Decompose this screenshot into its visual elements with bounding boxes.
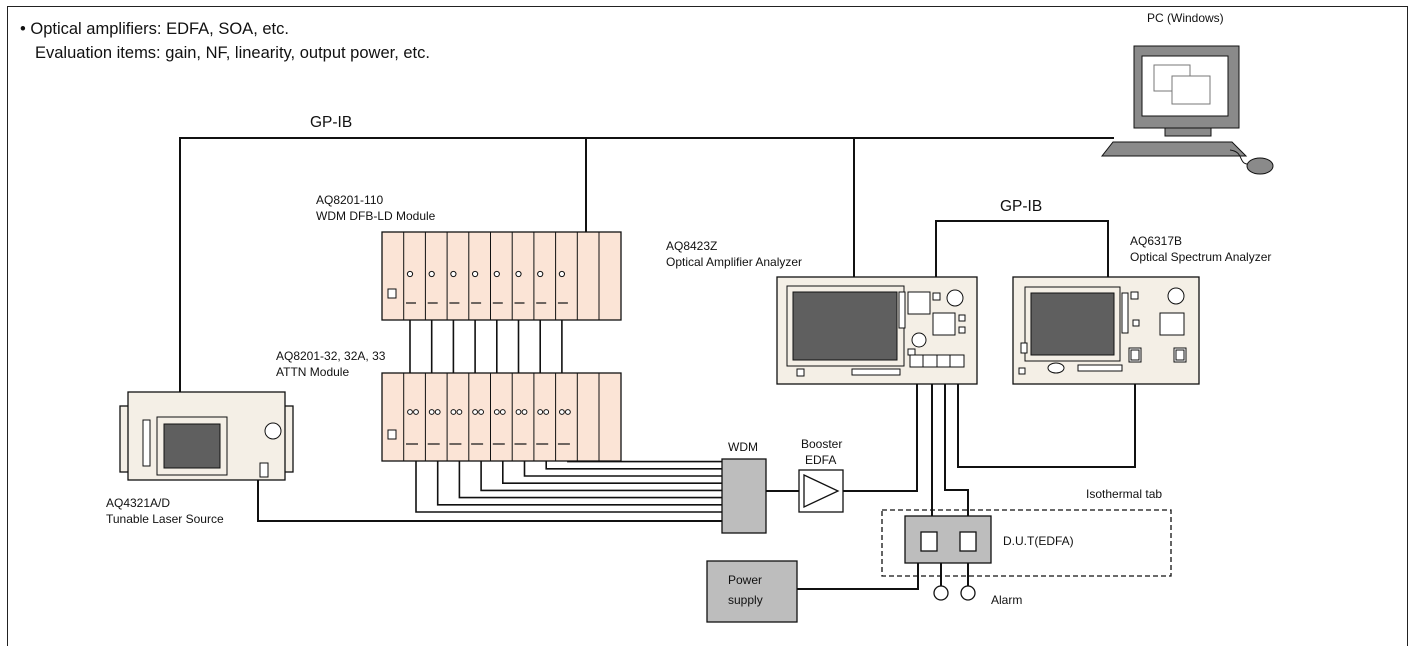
dut-box <box>904 515 992 564</box>
laser-source-name: Tunable Laser Source <box>106 512 224 526</box>
alarm-label: Alarm <box>991 593 1023 607</box>
dfb-module-name: WDM DFB-LD Module <box>316 209 436 223</box>
osa-model: AQ6317B <box>1130 234 1183 248</box>
gpib-main-bus <box>179 137 1114 392</box>
power-supply-label-2: supply <box>728 593 763 607</box>
fiber-analyzer-osa <box>957 360 1136 468</box>
amp-analyzer-name: Optical Amplifier Analyzer <box>666 255 803 269</box>
pc-label: PC (Windows) <box>1147 11 1224 25</box>
wdm-box <box>721 458 767 534</box>
alarm-lamp-2 <box>960 585 976 601</box>
attn-module-name: ATTN Module <box>276 365 350 379</box>
gpib-secondary-label: GP-IB <box>1000 198 1043 215</box>
booster-label-2: EDFA <box>805 453 837 467</box>
diagram-frame <box>7 6 1408 646</box>
power-line <box>797 563 919 590</box>
dut-label: D.U.T(EDFA) <box>1003 534 1074 548</box>
dfb-module-rack <box>381 231 622 321</box>
attn-module-rack <box>381 372 622 462</box>
booster-label-1: Booster <box>801 437 843 451</box>
header-line-2: Evaluation items: gain, NF, linearity, o… <box>35 44 430 62</box>
dfb-module-model: AQ8201-110 <box>316 193 384 207</box>
gpib-secondary-bus <box>935 220 1109 277</box>
osa-name: Optical Spectrum Analyzer <box>1130 250 1272 264</box>
booster-edfa-symbol <box>798 469 844 513</box>
amp-analyzer-model: AQ8423Z <box>666 239 718 253</box>
laser-source-model: AQ4321A/D <box>106 496 171 510</box>
attn-module-model: AQ8201-32, 32A, 33 <box>276 349 386 363</box>
isothermal-tab-outline <box>881 509 1172 577</box>
bullet-glyph: • <box>20 20 26 38</box>
pc-illustration <box>1100 45 1274 175</box>
power-supply-box <box>706 560 798 623</box>
isothermal-label: Isothermal tab <box>1086 487 1163 501</box>
power-supply-label-1: Power <box>728 573 763 587</box>
diagram-graphics <box>119 45 1274 623</box>
header-line-1-text: Optical amplifiers: EDFA, SOA, etc. <box>30 20 289 38</box>
wdm-label: WDM <box>728 440 758 454</box>
spectrum-analyzer-device <box>1012 276 1200 385</box>
gpib-main-label: GP-IB <box>310 114 353 131</box>
header-line-1: • Optical amplifiers: EDFA, SOA, etc. <box>20 20 289 39</box>
amplifier-analyzer-device <box>776 276 978 385</box>
alarm-lamp-1 <box>933 585 949 601</box>
diagram-canvas: • Optical amplifiers: EDFA, SOA, etc. Ev… <box>7 6 1408 646</box>
laser-source-device <box>119 391 294 481</box>
fiber-analyzer-dut-out <box>944 366 969 532</box>
fiber-booster-analyzer <box>843 366 918 492</box>
